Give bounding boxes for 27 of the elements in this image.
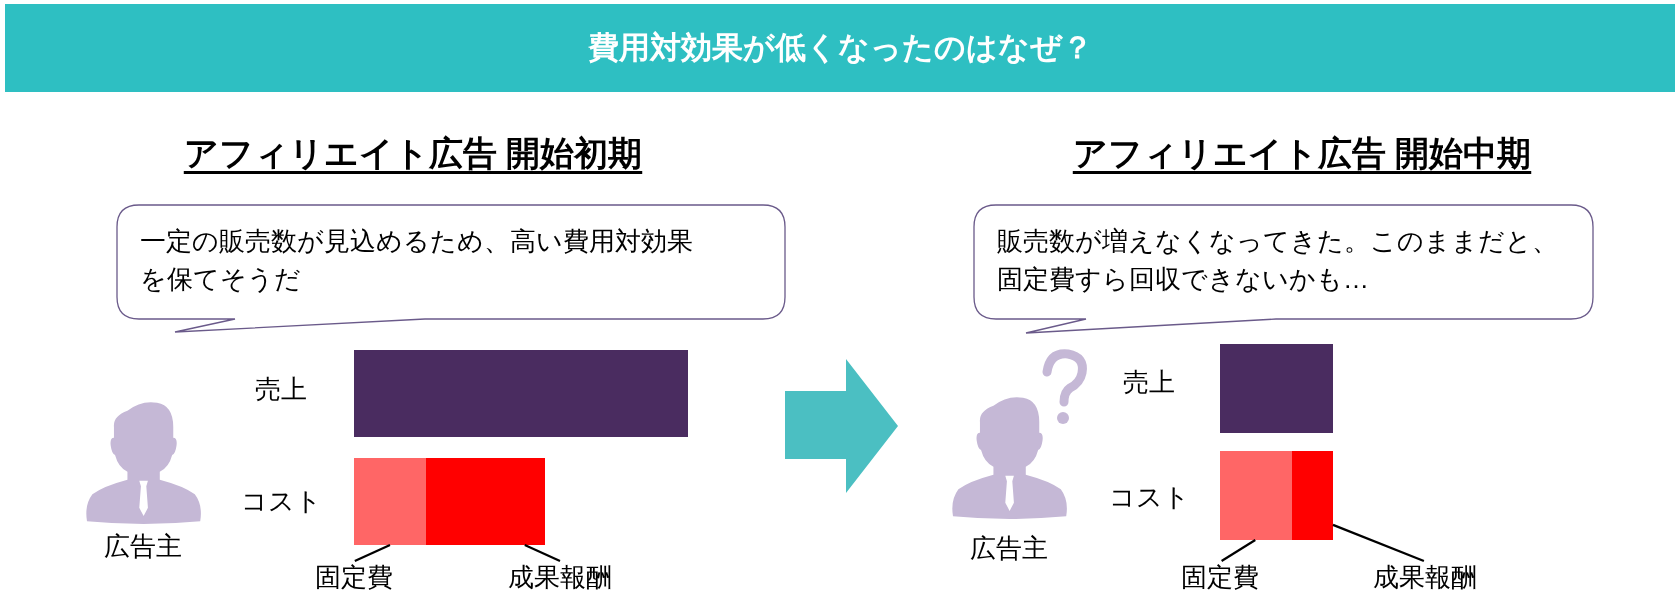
bar-segment — [1220, 344, 1333, 433]
bar-segment — [354, 350, 688, 437]
row-label: 売上 — [255, 374, 307, 404]
leader-line — [1221, 539, 1256, 562]
bar-segment — [426, 458, 545, 545]
person-label: 広告主 — [970, 533, 1048, 563]
bubble-text: 一定の販売数が見込めるため、高い費用対効果を保てそうだ — [140, 225, 694, 296]
speech-bubble — [973, 204, 1594, 336]
leader-line — [1332, 523, 1425, 563]
bubble-text: 販売数が増えなくなってきた。このままだと、固定費すら回収できないかも… — [997, 225, 1559, 296]
bar-label: 成果報酬 — [1370, 561, 1480, 593]
title-banner: 費用対効果が低くなったのはなぜ？ — [5, 4, 1675, 92]
panel-heading: アフィリエイト広告 開始中期 — [1072, 133, 1532, 173]
bar-label: 固定費 — [1180, 561, 1260, 593]
row-label: 売上 — [1123, 367, 1175, 397]
speech-bubble — [116, 204, 786, 336]
leader-line — [354, 544, 391, 562]
leader-line — [524, 544, 561, 562]
bar-segment — [1220, 451, 1292, 540]
person-label: 広告主 — [104, 531, 182, 561]
row-label: コスト — [240, 486, 322, 516]
bar-segment — [354, 458, 426, 545]
row-label: コスト — [1108, 482, 1190, 512]
bar-segment — [1292, 451, 1333, 540]
bar-label: 成果報酬 — [505, 561, 615, 593]
panel-heading: アフィリエイト広告 開始初期 — [183, 133, 643, 173]
bar-label: 固定費 — [314, 561, 394, 593]
